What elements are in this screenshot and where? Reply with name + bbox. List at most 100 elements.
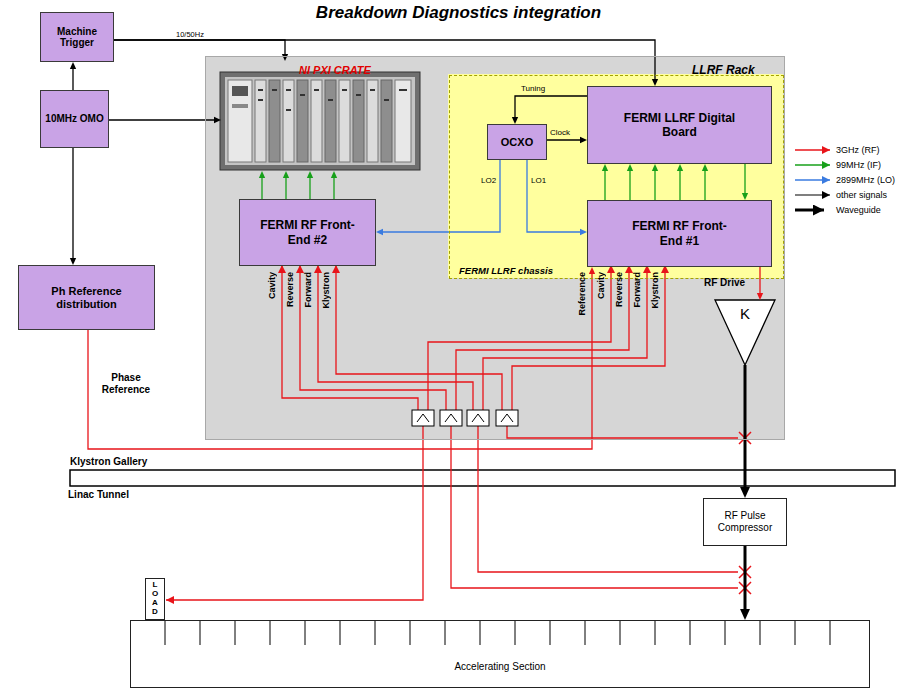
signal-connector xyxy=(629,169,630,200)
signal-connector xyxy=(759,267,760,295)
rack-ground xyxy=(205,56,785,440)
arrowhead xyxy=(331,171,337,178)
node-text: 10MHz OMO xyxy=(45,113,103,125)
waveguide xyxy=(744,365,747,490)
signal-connector xyxy=(527,160,582,232)
diagram-title: Breakdown Diagnostics integration xyxy=(0,3,917,23)
signal-connector xyxy=(261,176,262,199)
signal-connector xyxy=(285,176,286,199)
node-text: FERMI LLRF chassis xyxy=(459,265,553,276)
klystron-symbol: K xyxy=(715,300,775,365)
signal-connector xyxy=(72,148,73,260)
signal-label: LO2 xyxy=(481,176,496,186)
rack-region: LLRF Rack NI PXI CRATE FERMI LLRF chassis O… xyxy=(205,56,785,440)
oscillator-box: 10MHz OMO xyxy=(40,90,109,148)
legend-text: other signals xyxy=(836,189,887,201)
legend-text: 99MHz (IF) xyxy=(836,159,881,171)
arrowhead xyxy=(702,164,708,171)
crate-picture xyxy=(220,72,420,170)
signal-name: Forward xyxy=(303,272,314,308)
signal-name: Forward xyxy=(632,272,643,308)
arrowhead xyxy=(652,164,658,171)
node-text: FERMI RF Front-End #2 xyxy=(252,218,364,247)
signal-name: Cavity xyxy=(267,272,278,299)
chassis-region: FERMI LLRF chassis OCXO FERMI LLRF Digital… xyxy=(449,75,784,279)
signal-name: Reverse xyxy=(614,272,625,307)
signal-name: Reverse xyxy=(285,272,296,307)
arrowhead xyxy=(742,193,748,200)
arrowhead xyxy=(214,117,221,123)
arrowhead xyxy=(627,164,633,171)
signal-name: Reference xyxy=(577,272,588,316)
arrowhead xyxy=(652,79,658,86)
node-text: FERMI LLRF Digital Board xyxy=(624,111,736,140)
signal-connector xyxy=(88,272,592,449)
area-name: Linac Tunnel xyxy=(68,489,129,501)
signal-connector xyxy=(515,96,587,119)
front-end-box: FERMI RF Front-End #1 xyxy=(587,200,772,267)
node-text: LLRF Rack xyxy=(692,64,755,77)
node-text: Accelerating Section xyxy=(454,661,545,673)
arrowhead xyxy=(740,609,750,620)
signal-label: 10/50Hz xyxy=(176,30,204,39)
arrowhead xyxy=(580,137,587,143)
arrowhead xyxy=(580,229,587,235)
node-text: K xyxy=(740,306,750,321)
node-text: Ph Reference distribution xyxy=(35,285,139,310)
node-text: RF Pulse Compressor xyxy=(710,510,780,534)
arrowhead xyxy=(512,117,518,124)
trigger-box: Machine Trigger xyxy=(40,12,114,62)
power-splitters xyxy=(412,410,518,426)
rf-wires xyxy=(166,265,738,600)
arrowhead xyxy=(376,229,383,235)
compressor-box: RF Pulse Compressor xyxy=(703,498,787,546)
signal-connector xyxy=(309,176,310,199)
digital-board-box: FERMI LLRF Digital Board xyxy=(587,86,772,164)
signal-name: Cavity xyxy=(596,272,607,299)
arrowhead xyxy=(307,171,313,178)
signal-name: Klystron xyxy=(321,272,332,309)
distribution-box: Ph Reference distribution xyxy=(18,265,155,330)
arrowhead xyxy=(740,487,750,498)
legend-text: Waveguide xyxy=(836,204,881,216)
waveguide xyxy=(744,546,747,612)
accelerating-section: Accelerating Section xyxy=(130,620,870,688)
area-name: Klystron Gallery xyxy=(70,456,147,468)
signal-label: Phase Reference xyxy=(95,372,157,396)
signal-connector xyxy=(679,169,680,200)
arrowhead xyxy=(259,171,265,178)
legend-text: 3GHz (RF) xyxy=(836,144,880,156)
load-box: LOAD xyxy=(145,578,165,620)
arrowhead xyxy=(70,62,76,69)
pxi-crate: NI PXI CRATE xyxy=(221,61,421,171)
node-text: FERMI RF Front-End #1 xyxy=(624,219,736,248)
signal-connector xyxy=(604,169,605,200)
node-text: Machine Trigger xyxy=(41,26,113,49)
node-text: OCXO xyxy=(501,136,533,149)
oscillator-box: OCXO xyxy=(487,124,547,160)
signal-connector xyxy=(744,164,745,195)
signal-connector xyxy=(547,139,582,140)
signal-connector xyxy=(654,169,655,200)
signal-connector xyxy=(114,40,285,56)
node-text: LOAD xyxy=(151,581,159,616)
arrowhead xyxy=(757,293,763,300)
arrowhead xyxy=(70,258,76,265)
signal-connector xyxy=(704,169,705,200)
signal-connector xyxy=(72,67,73,90)
legend-samples xyxy=(795,150,830,210)
signal-label: RF Drive xyxy=(704,277,745,289)
signal-label: LO1 xyxy=(531,176,546,186)
node-text: NI PXI CRATE xyxy=(299,64,371,76)
legend-text: 2899MHz (LO) xyxy=(836,174,895,186)
signal-connector xyxy=(109,119,216,120)
signal-name: Klystron xyxy=(650,272,661,309)
arrowhead xyxy=(677,164,683,171)
signal-connector xyxy=(381,160,500,232)
arrowhead xyxy=(602,164,608,171)
gallery-tunnel-wall xyxy=(70,470,895,486)
front-end-box: FERMI RF Front-End #2 xyxy=(239,199,376,266)
